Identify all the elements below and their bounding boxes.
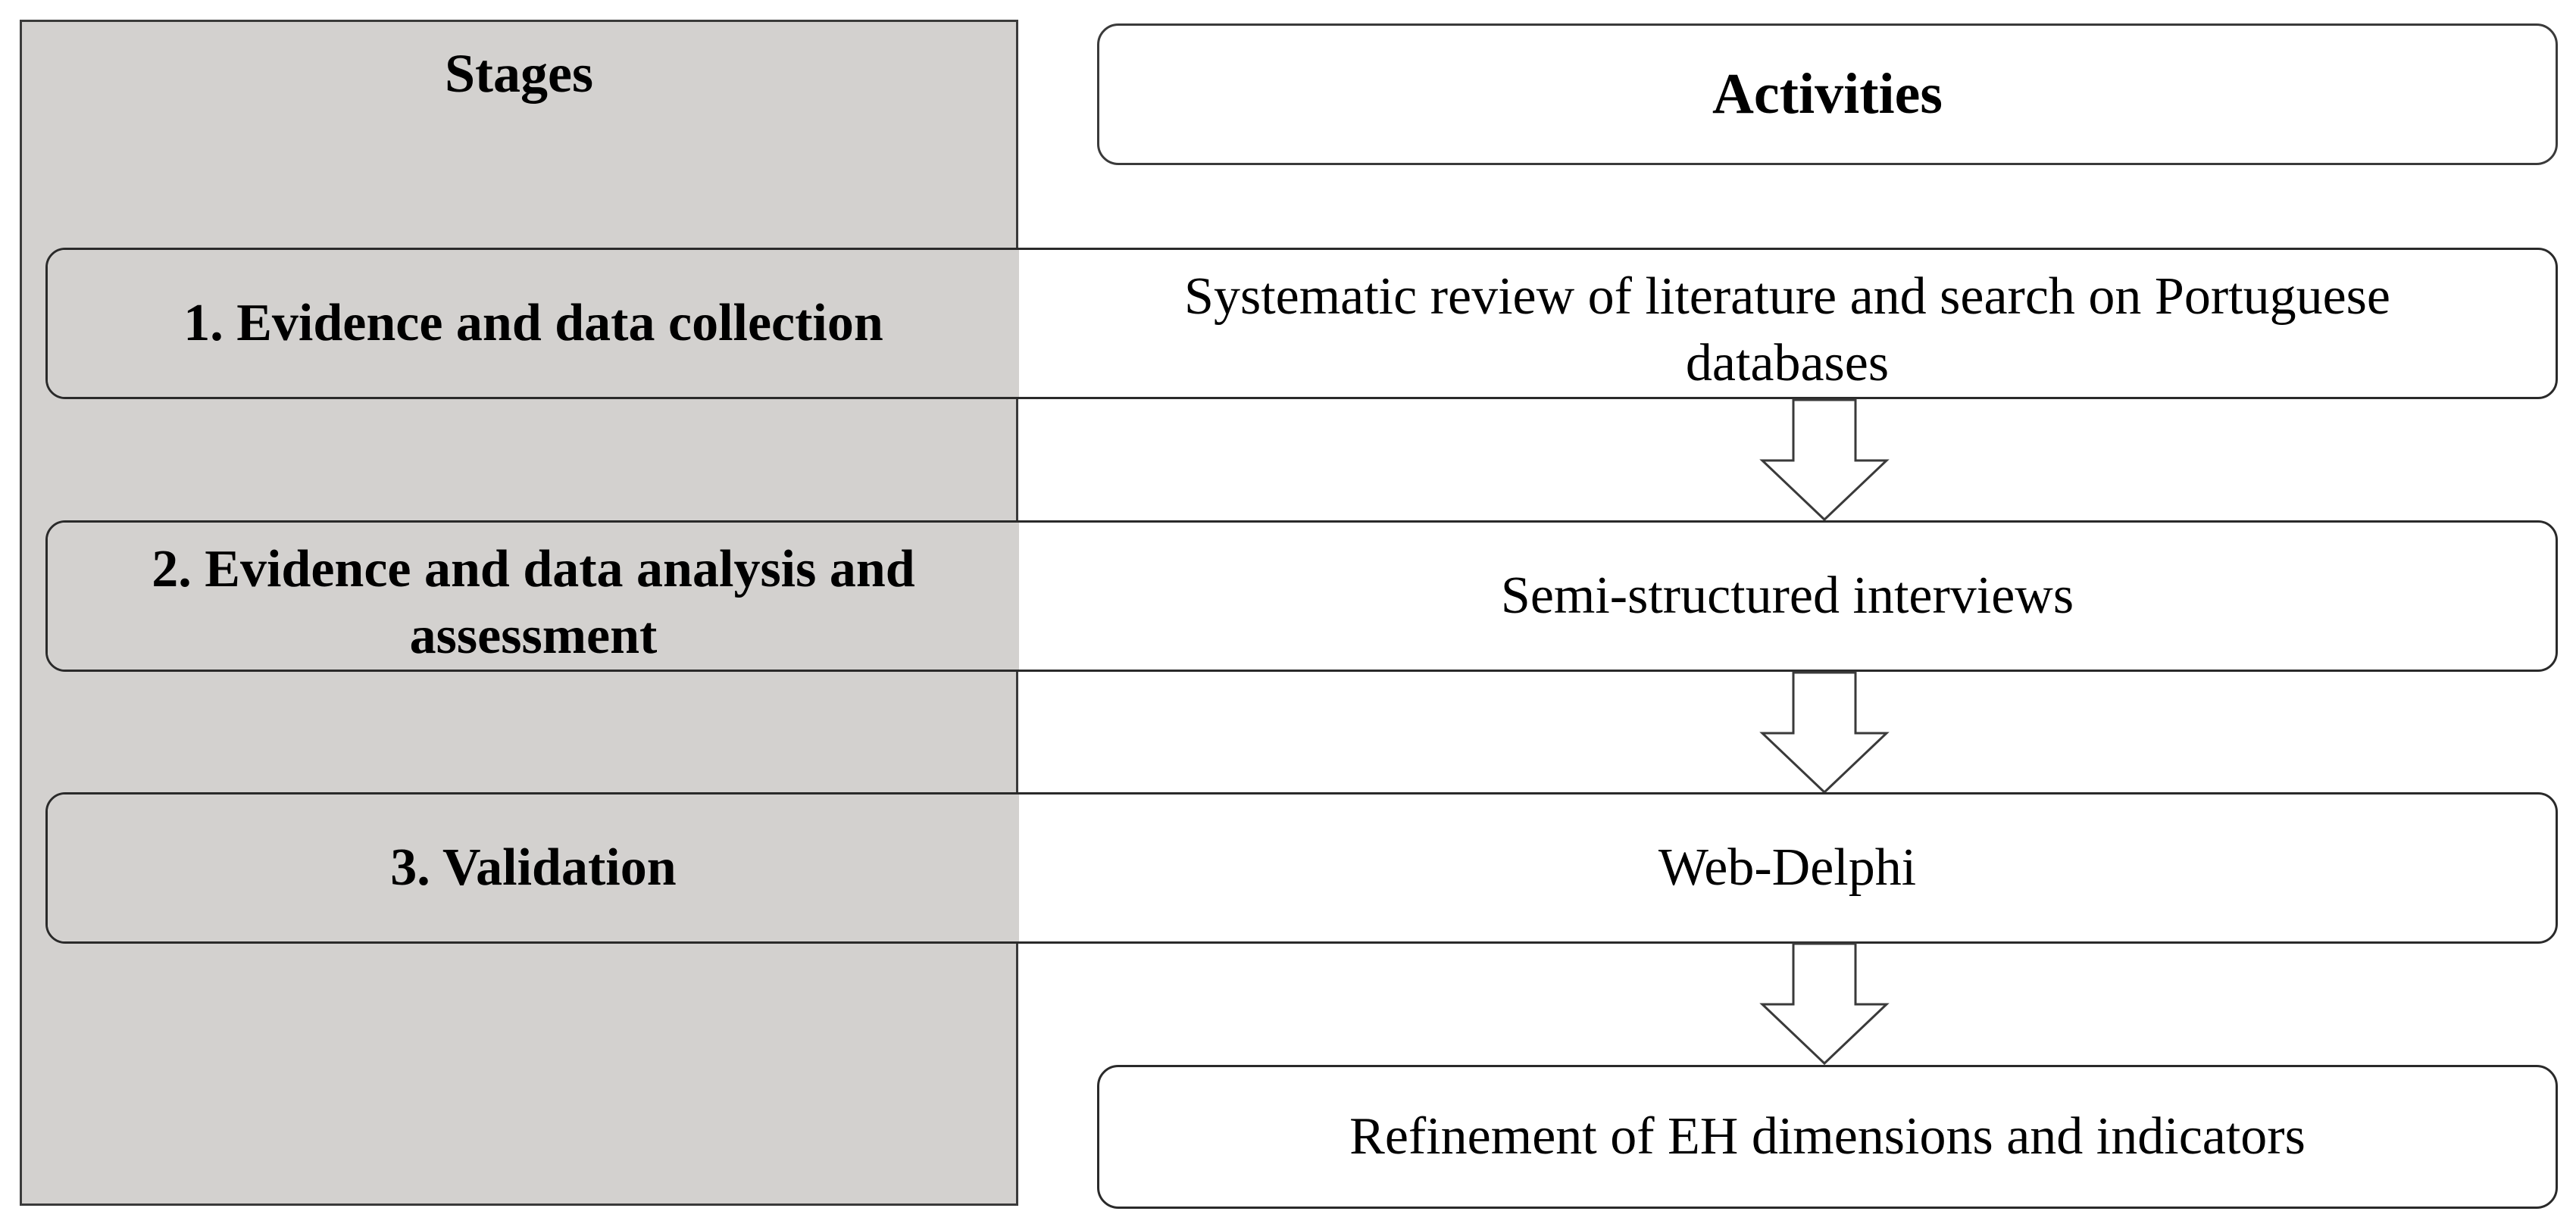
down-arrow-icon (1759, 942, 1890, 1066)
activities-header: Activities (1097, 23, 2558, 165)
stage-label-3: 3. Validation (48, 795, 1019, 941)
down-arrow-icon (1759, 671, 1890, 795)
activity-label-1: Systematic review of literature and sear… (1184, 267, 2390, 392)
stage-label-2: 2. Evidence and data analysis and assess… (48, 523, 1019, 670)
stage-row-2: 2. Evidence and data analysis and assess… (45, 520, 2558, 672)
stage-row-1: 1. Evidence and data collection Systemat… (45, 248, 2558, 399)
stage-label-1: 1. Evidence and data collection (48, 250, 1019, 397)
stages-title: Stages (445, 43, 593, 104)
down-arrow-icon (1759, 398, 1890, 522)
activity-label-3: Web-Delphi (1658, 838, 1917, 897)
stage-row-3: 3. Validation Web-Delphi (45, 792, 2558, 944)
activity-label-2: Semi-structured interviews (1500, 567, 2074, 625)
final-activity-box: Refinement of EH dimensions and indicato… (1097, 1065, 2558, 1209)
